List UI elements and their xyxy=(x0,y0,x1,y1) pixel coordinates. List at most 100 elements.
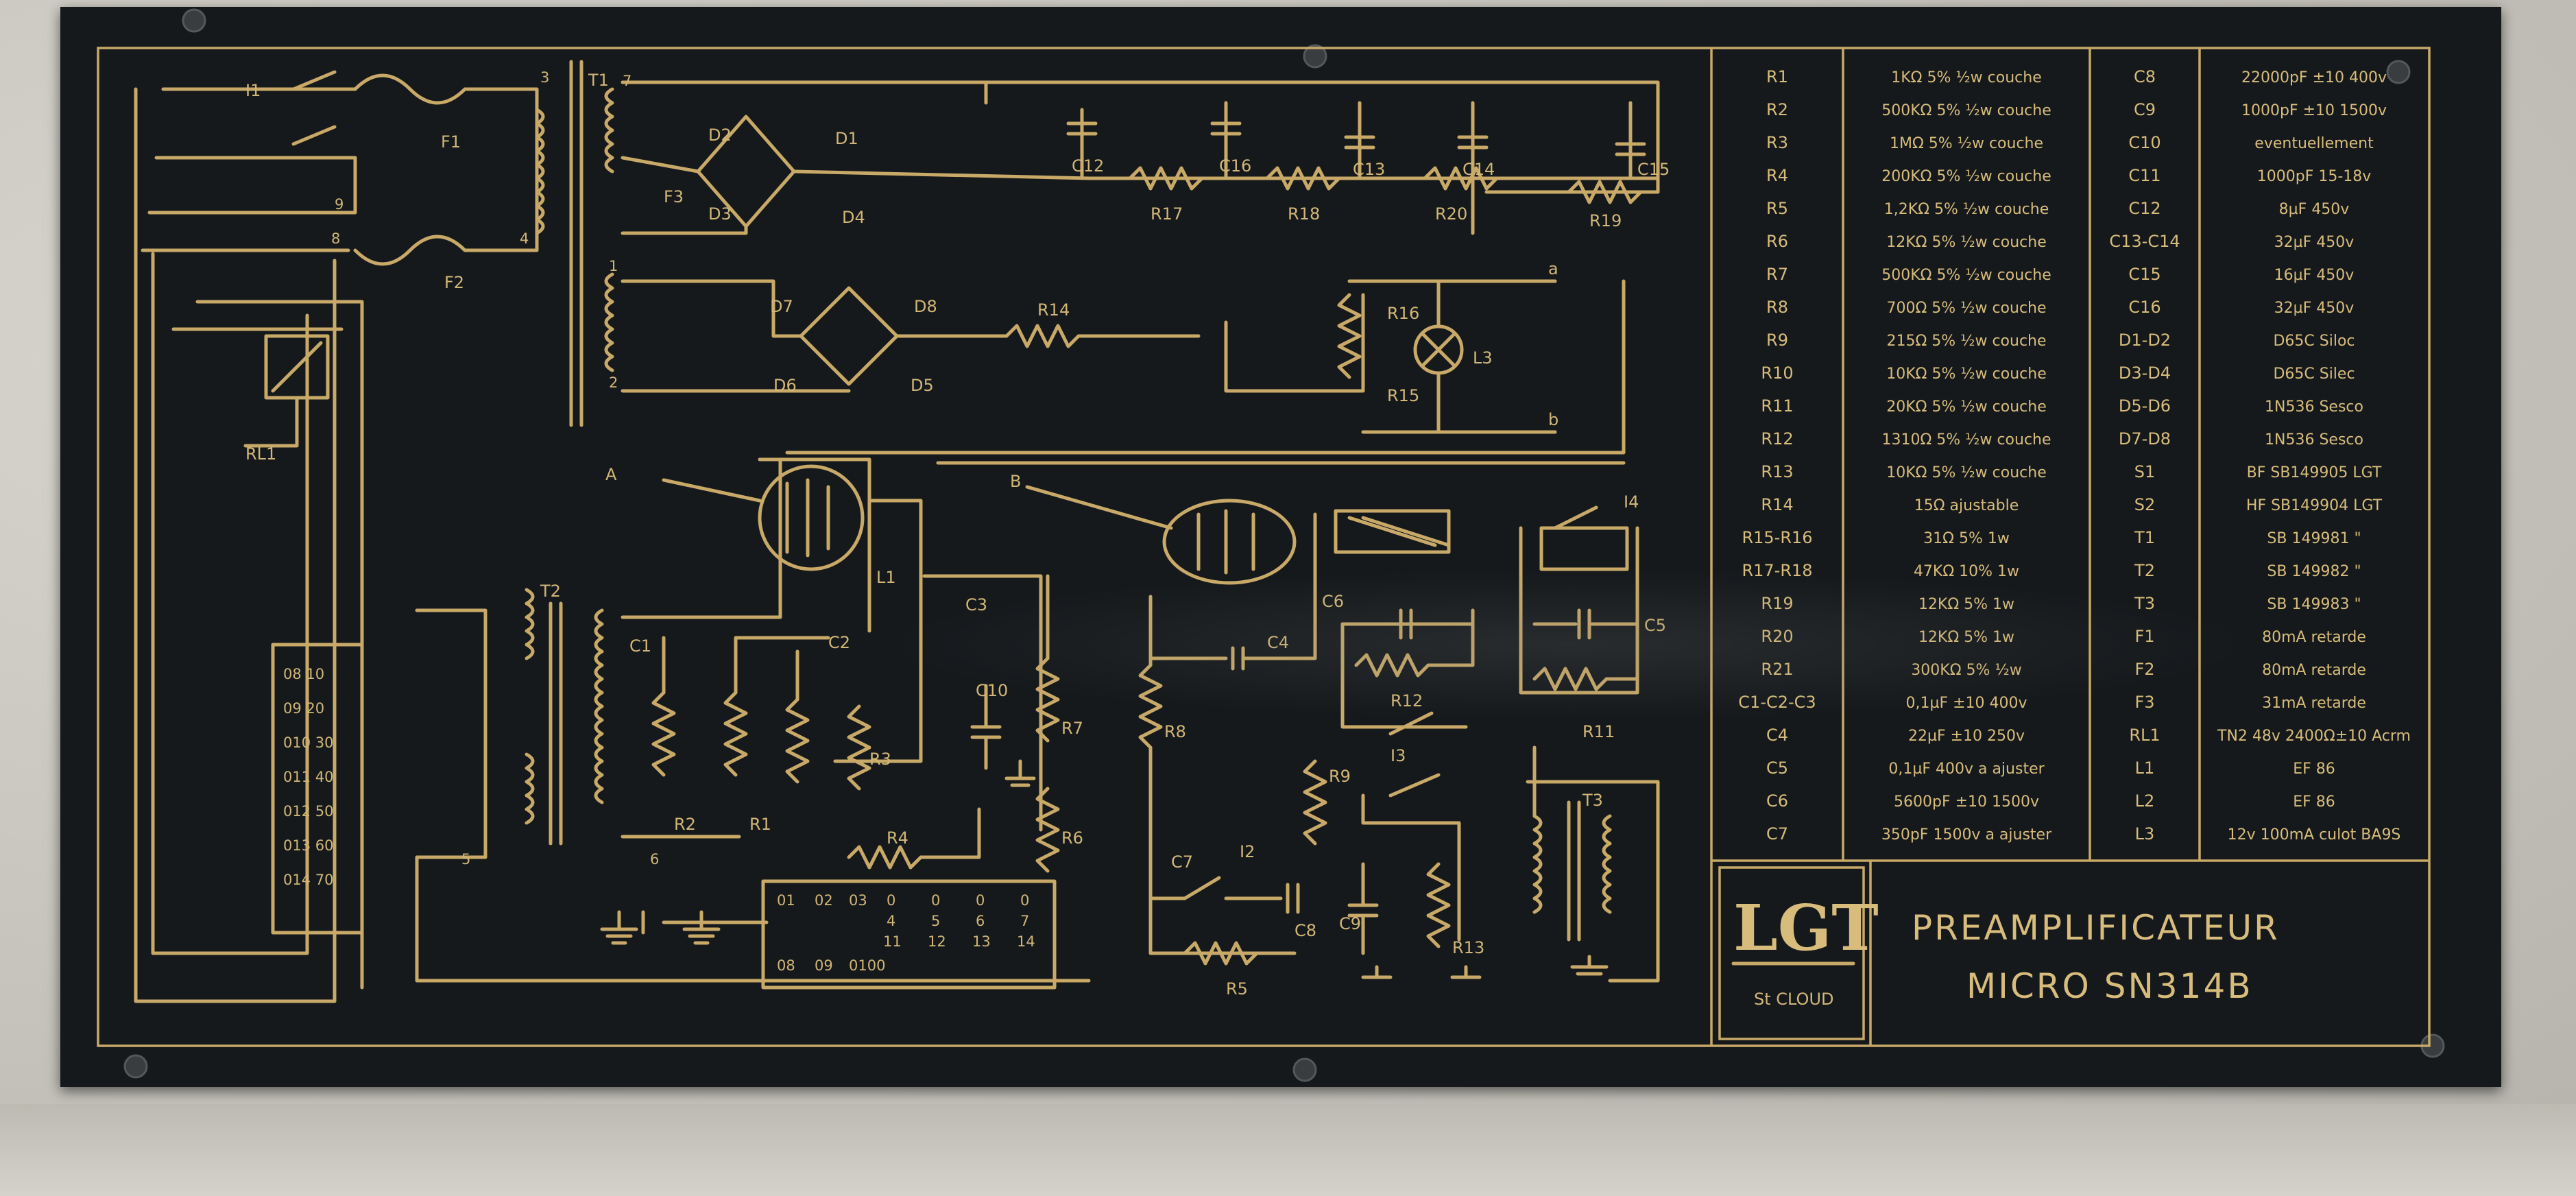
table-value: 1,2KΩ 5% ½w couche xyxy=(1884,201,2049,218)
table-ref: T1 xyxy=(2134,528,2155,547)
table-ref: F3 xyxy=(2134,693,2154,712)
label-d4: D4 xyxy=(842,208,865,227)
connector-bottom-pin: 7 xyxy=(1020,913,1029,929)
connector-left-row: 011 40 xyxy=(283,769,333,785)
table-ref: C4 xyxy=(1766,726,1788,745)
table-ref: C12 xyxy=(2128,199,2160,218)
table-value: 8µF 450v xyxy=(2279,201,2350,218)
table-ref: RL1 xyxy=(2129,726,2160,745)
screw-top-middle xyxy=(1303,44,1327,69)
table-value: 5600pF ±10 1500v xyxy=(1894,793,2039,811)
table-ref: R10 xyxy=(1761,363,1793,383)
connector-bottom-pin: 12 xyxy=(928,933,946,950)
table-ref: R20 xyxy=(1761,627,1793,646)
shelf-edge xyxy=(0,1104,2576,1196)
label-r20: R20 xyxy=(1435,204,1467,224)
table-ref: R6 xyxy=(1766,232,1788,251)
label-c13: C13 xyxy=(1353,160,1385,179)
label-a-small: a xyxy=(1548,259,1558,278)
table-ref: D1-D2 xyxy=(2119,331,2171,350)
label-i4: I4 xyxy=(1624,492,1639,512)
table-value: 12KΩ 5% 1w xyxy=(1918,629,2014,646)
label-d2: D2 xyxy=(708,125,732,145)
screw-top-left xyxy=(182,8,206,33)
table-value: 0,1µF ±10 400v xyxy=(1905,695,2027,712)
table-value: HF SB149904 LGT xyxy=(2246,497,2383,514)
table-ref: F2 xyxy=(2134,660,2154,679)
label-r12: R12 xyxy=(1391,691,1423,710)
label-d3: D3 xyxy=(708,204,732,224)
label-b-small: b xyxy=(1548,410,1558,429)
table-ref: C13-C14 xyxy=(2109,232,2180,251)
table-value: 1N536 Sesco xyxy=(2265,398,2363,416)
label-r4: R4 xyxy=(887,828,908,848)
label-r9: R9 xyxy=(1329,767,1351,786)
label-d1: D1 xyxy=(835,129,858,148)
table-value: D65C Siloc xyxy=(2273,333,2355,350)
table-value: 12KΩ 5% 1w xyxy=(1918,596,2014,613)
table-value: D65C Silec xyxy=(2273,366,2355,383)
label-c5: C5 xyxy=(1644,616,1666,635)
table-ref: S2 xyxy=(2134,495,2156,514)
table-value: SB 149982 " xyxy=(2267,563,2361,580)
table-value: 1N536 Sesco xyxy=(2265,431,2363,449)
table-value: 500KΩ 5% ½w couche xyxy=(1881,267,2051,284)
connector-bottom-pin: 11 xyxy=(883,933,902,950)
label-f2: F2 xyxy=(444,273,464,292)
label-c15: C15 xyxy=(1637,160,1670,179)
pin-7: 7 xyxy=(623,73,631,89)
schematic-nameplate: I1 F1 F2 F3 T1 D1 D2 D3 D4 D7 D8 D6 D5 C… xyxy=(60,7,2501,1087)
table-ref: D7-D8 xyxy=(2119,429,2171,449)
label-i1: I1 xyxy=(245,81,261,100)
label-r16: R16 xyxy=(1387,304,1419,323)
label-d6: D6 xyxy=(773,376,797,395)
table-value: 12KΩ 5% ½w couche xyxy=(1886,234,2047,251)
label-c6: C6 xyxy=(1322,592,1344,611)
table-value: EF 86 xyxy=(2293,793,2335,811)
label-c1: C1 xyxy=(629,636,651,656)
table-ref: C11 xyxy=(2128,166,2160,185)
connector-left-row: 08 10 xyxy=(283,666,324,682)
table-ref: C7 xyxy=(1766,824,1788,844)
table-ref: R15-R16 xyxy=(1742,528,1812,547)
label-A: A xyxy=(605,465,617,484)
table-ref: R2 xyxy=(1766,100,1788,119)
table-value: 1000pF 15-18v xyxy=(2257,168,2372,185)
connector-bottom-pin: 0 xyxy=(931,892,940,909)
table-value: 215Ω 5% ½w couche xyxy=(1886,333,2046,350)
connector-left-row: 012 50 xyxy=(283,803,333,820)
label-c3: C3 xyxy=(965,595,987,614)
connector-left-row: 014 70 xyxy=(283,872,333,888)
connector-bottom-pin: 0 xyxy=(887,892,895,909)
nameplate-title-line1: PREAMPLIFICATEUR xyxy=(1912,908,2280,948)
table-ref: C10 xyxy=(2128,133,2160,152)
table-value: 1MΩ 5% ½w couche xyxy=(1890,135,2043,152)
connector-bottom-pin: 03 xyxy=(849,892,867,909)
table-ref: R9 xyxy=(1766,331,1788,350)
table-ref: R13 xyxy=(1761,462,1793,481)
table-ref: T2 xyxy=(2134,561,2155,580)
label-l1: L1 xyxy=(876,568,896,587)
label-d8: D8 xyxy=(914,297,937,316)
label-t3: T3 xyxy=(1582,791,1603,810)
label-r15: R15 xyxy=(1387,386,1419,405)
connector-bottom-labels: 01 02 03 0 0 0 0 4 5 6 7 11 12 13 14 08 … xyxy=(777,892,1035,974)
table-ref: R5 xyxy=(1766,199,1788,218)
label-i2: I2 xyxy=(1240,842,1255,861)
connector-bottom-pin: 6 xyxy=(976,913,985,929)
table-ref: R7 xyxy=(1766,265,1788,284)
table-value: 500KΩ 5% ½w couche xyxy=(1881,102,2051,119)
label-f1: F1 xyxy=(441,132,461,152)
label-B: B xyxy=(1010,472,1021,491)
label-r18: R18 xyxy=(1288,204,1320,224)
table-ref: D5-D6 xyxy=(2119,396,2171,416)
connector-bottom-pin: 0 xyxy=(976,892,985,909)
label-i3: I3 xyxy=(1391,746,1406,765)
table-value: 31mA retarde xyxy=(2262,695,2366,712)
label-c7: C7 xyxy=(1171,852,1193,872)
label-c2: C2 xyxy=(828,633,850,652)
connector-bottom-pin: 09 xyxy=(815,957,833,974)
label-d5: D5 xyxy=(911,376,934,395)
